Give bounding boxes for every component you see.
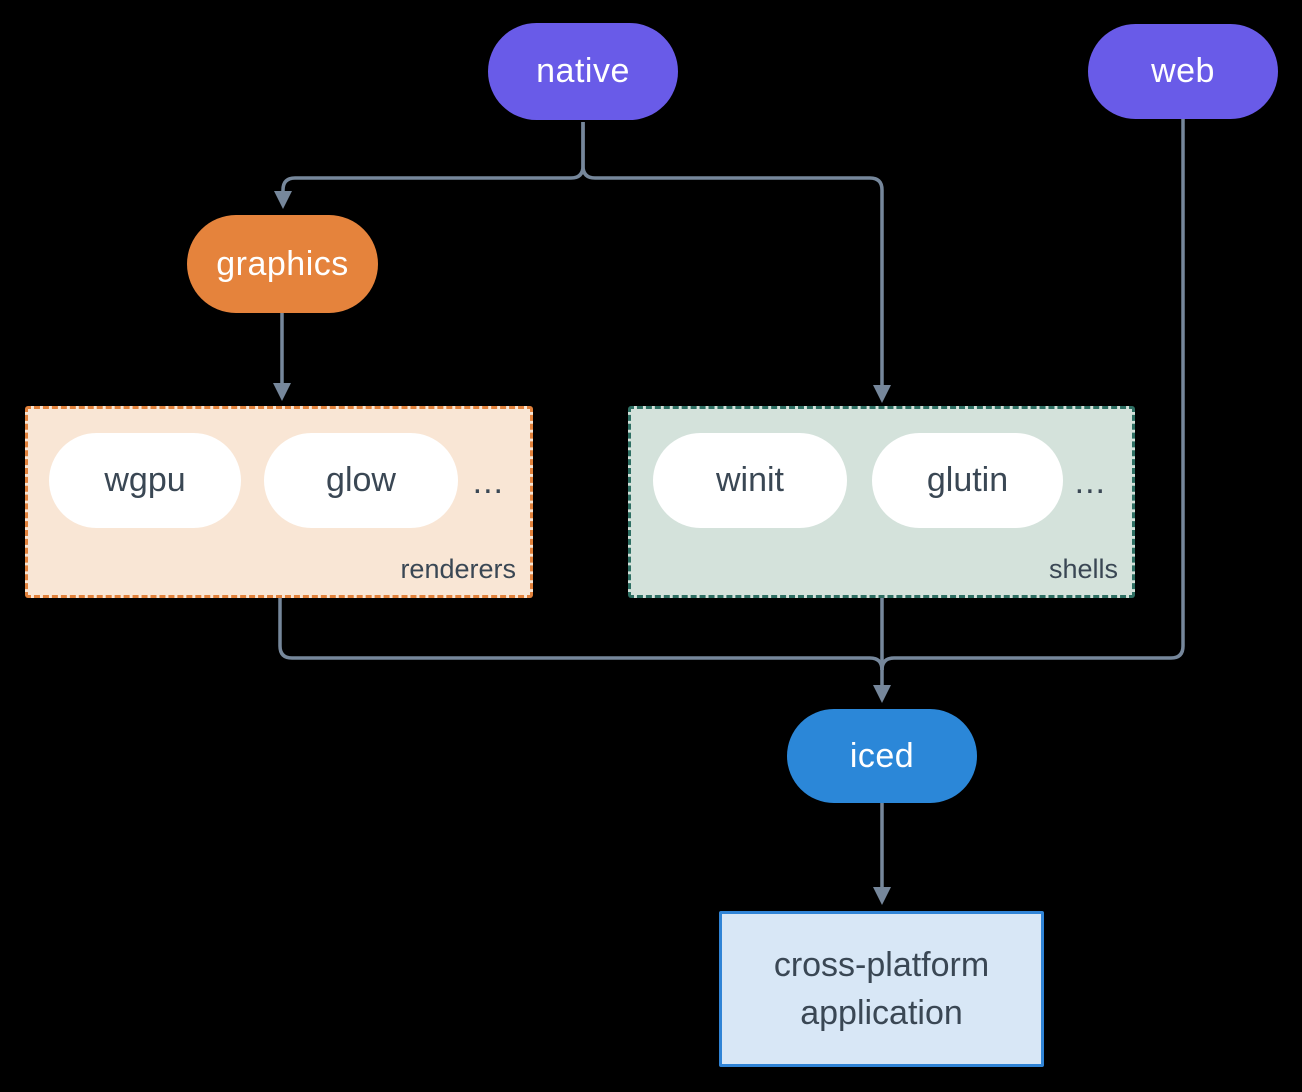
node-cross-platform-application: cross-platform application bbox=[719, 911, 1044, 1067]
renderers-group-label: renderers bbox=[400, 554, 516, 584]
node-glutin: glutin bbox=[872, 433, 1063, 528]
node-wgpu: wgpu bbox=[49, 433, 241, 528]
shells-group-label: shells bbox=[1048, 554, 1118, 584]
edge-native-to-graphics bbox=[281, 122, 585, 192]
renderers-ellipsis: ... bbox=[472, 463, 504, 501]
node-web-label: web bbox=[1151, 52, 1215, 90]
node-iced: iced bbox=[787, 709, 977, 803]
arrowhead-iced bbox=[873, 685, 891, 703]
group-shells: winit glutin ... shells bbox=[628, 406, 1135, 598]
node-graphics: graphics bbox=[187, 215, 378, 313]
arrowhead-shells bbox=[873, 385, 891, 403]
node-glutin-label: glutin bbox=[926, 461, 1009, 499]
group-renderers: wgpu glow ... renderers bbox=[25, 406, 533, 598]
node-wgpu-label: wgpu bbox=[104, 461, 186, 499]
node-native: native bbox=[488, 23, 678, 120]
node-web: web bbox=[1088, 24, 1278, 119]
shells-ellipsis: ... bbox=[1074, 463, 1106, 501]
node-application-label: cross-platform application bbox=[773, 946, 990, 1032]
edge-renderers-to-merge bbox=[278, 598, 884, 671]
node-glow: glow bbox=[264, 433, 458, 528]
edge-native-to-shells bbox=[581, 122, 884, 386]
node-glow-label: glow bbox=[326, 461, 396, 499]
node-winit-label: winit bbox=[715, 461, 785, 499]
arrowhead-renderers bbox=[273, 383, 291, 401]
arrowhead-graphics bbox=[274, 191, 292, 209]
node-native-label: native bbox=[536, 52, 630, 90]
node-graphics-label: graphics bbox=[216, 244, 349, 283]
arrowhead-application bbox=[873, 887, 891, 905]
node-winit: winit bbox=[653, 433, 847, 528]
node-iced-label: iced bbox=[849, 736, 915, 775]
